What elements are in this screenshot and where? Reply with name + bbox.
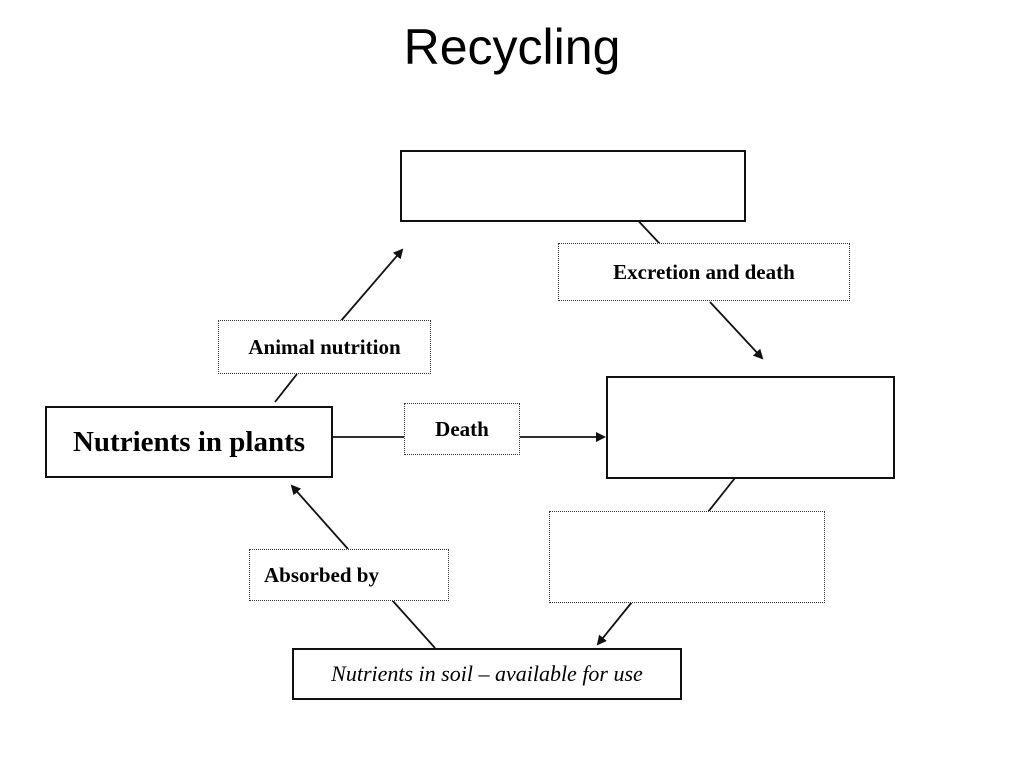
arrow-to-plants — [290, 484, 349, 550]
label-absorbed-by: Absorbed by — [249, 549, 449, 601]
node-nutrients-in-soil: Nutrients in soil – available for use — [292, 648, 682, 700]
label-death: Death — [404, 403, 520, 455]
arrow-to-animals-box — [339, 248, 404, 323]
connector-plants-to-animal-nutrition — [274, 373, 298, 403]
connector-decomposers-to-blank — [707, 477, 736, 513]
decomposers-box — [606, 376, 895, 479]
connector-soil-to-absorbed — [391, 599, 436, 649]
label-excretion-death: Excretion and death — [558, 243, 850, 301]
node-nutrients-in-plants: Nutrients in plants — [45, 406, 333, 478]
arrow-to-soil — [596, 601, 633, 646]
page-title: Recycling — [403, 19, 621, 75]
label-animal-nutrition: Animal nutrition — [218, 320, 431, 374]
animals-box — [400, 150, 746, 222]
blank-label-box — [549, 511, 825, 603]
arrow-to-decomposers-box — [709, 301, 764, 360]
